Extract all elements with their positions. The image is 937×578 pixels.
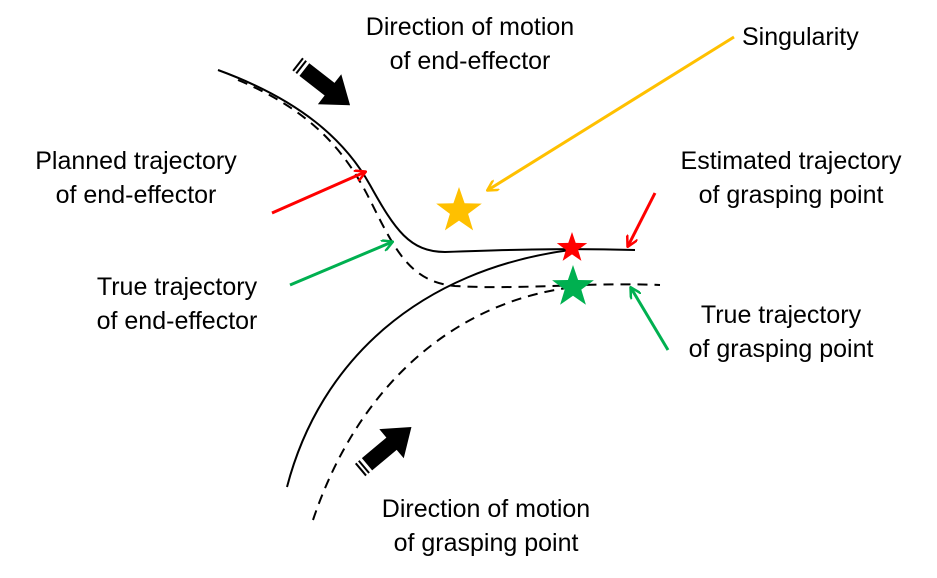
- singularity-pointer-arrow: [488, 35, 735, 190]
- motion-grasping-point-line2: of grasping point: [393, 529, 579, 557]
- estimated-trajectory-curve: [286, 249, 571, 488]
- motion-end-effector-line2: of end-effector: [389, 47, 551, 75]
- singularity-text: Singularity: [742, 23, 859, 51]
- motion-grasping-point-label: Direction of motion of grasping point: [358, 492, 614, 560]
- planned-trajectory-pointer-arrow: [271, 172, 365, 215]
- true-grasping-pointer-arrow: [631, 288, 670, 351]
- estimated-trajectory-line1: Estimated trajectory: [680, 147, 902, 175]
- true-trajectory-end-effector-label: True trajectory of end-effector: [68, 270, 286, 338]
- estimated-trajectory-line2: of grasping point: [698, 181, 884, 209]
- true-trajectory-grasping-line2: of grasping point: [688, 335, 874, 363]
- estimated-trajectory-label: Estimated trajectory of grasping point: [656, 144, 926, 212]
- planned-trajectory-curve: [217, 69, 636, 254]
- true-star-icon: [552, 265, 594, 305]
- motion-arrow-icon: [292, 57, 351, 106]
- planned-trajectory-label: Planned trajectory of end-effector: [12, 144, 260, 212]
- motion-end-effector-label: Direction of motion of end-effector: [342, 10, 598, 78]
- planned-trajectory-line1: Planned trajectory: [35, 147, 237, 175]
- singularity-label: Singularity: [742, 20, 859, 54]
- motion-end-effector-line1: Direction of motion: [365, 13, 575, 41]
- true-end-effector-pointer-arrow: [289, 242, 392, 287]
- true-trajectory-end-effector-curve: [237, 79, 661, 289]
- estimated-trajectory-pointer-arrow: [628, 192, 657, 246]
- planned-trajectory-line2: of end-effector: [55, 181, 217, 209]
- estimated-star-icon: [556, 232, 588, 261]
- true-trajectory-end-effector-line2: of end-effector: [96, 307, 258, 335]
- singularity-star-icon: [436, 187, 482, 231]
- true-trajectory-grasping-label: True trajectory of grasping point: [665, 298, 897, 366]
- true-trajectory-end-effector-line1: True trajectory: [96, 273, 258, 301]
- motion-arrow-icon: [354, 427, 412, 477]
- true-trajectory-grasping-curve: [312, 286, 576, 521]
- motion-grasping-point-line1: Direction of motion: [381, 495, 591, 523]
- true-trajectory-grasping-line1: True trajectory: [700, 301, 862, 329]
